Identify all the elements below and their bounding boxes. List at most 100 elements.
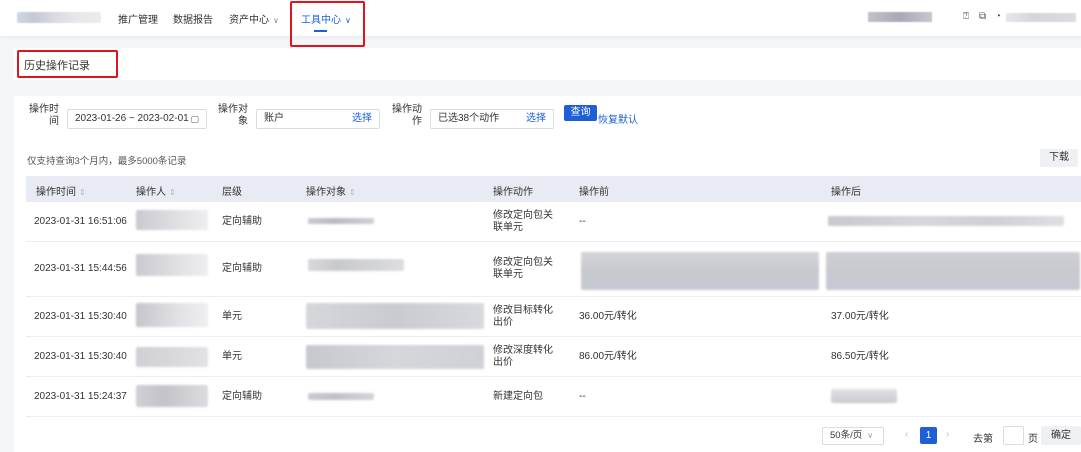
cell-operator-redacted <box>136 254 208 276</box>
sort-icon[interactable]: ⇕ <box>79 188 86 197</box>
sort-icon[interactable]: ⇕ <box>169 188 176 197</box>
cell-level: 单元 <box>222 311 242 322</box>
column-label: 操作动作 <box>493 187 533 198</box>
cell-after: 86.50元/转化 <box>831 351 889 362</box>
cell-level: 定向辅助 <box>222 391 262 402</box>
cell-operator-redacted <box>136 210 208 230</box>
download-button[interactable]: 下载 <box>1040 149 1078 167</box>
query-hint: 仅支持查询3个月内，最多5000条记录 <box>27 156 187 167</box>
top-nav: 推广管理 数据报告 资产中心 ∨ 工具中心 ∨ ⍰ ⧉ ◔ <box>0 0 1081 36</box>
cell-action: 修改定向包关联单元 <box>493 210 553 233</box>
cell-after-redacted <box>828 216 1064 226</box>
chevron-down-icon: ∨ <box>867 431 874 440</box>
query-button[interactable]: 查询 <box>564 105 597 121</box>
nav-item-promotion[interactable]: 推广管理 <box>118 11 158 26</box>
logo[interactable] <box>17 12 101 23</box>
goto-suffix: 页 <box>1028 434 1038 445</box>
date-range-picker[interactable]: 2023-01-26 ~ 2023-02-01 ▢ <box>67 109 207 129</box>
table-row[interactable]: 2023-01-31 15:24:37 定向辅助 新建定向包 -- <box>26 377 1081 417</box>
target-selector[interactable]: 账户 选择 <box>256 109 380 129</box>
cell-before-redacted <box>581 252 819 290</box>
cell-action: 新建定向包 <box>493 391 543 402</box>
cell-operator-redacted <box>136 347 208 367</box>
cell-before: -- <box>579 216 586 227</box>
column-action: 操作动作 <box>493 183 533 198</box>
target-select-link[interactable]: 选择 <box>352 113 372 124</box>
column-level: 层级 <box>222 183 242 198</box>
column-time[interactable]: 操作时间⇕ <box>36 183 86 198</box>
goto-page-input[interactable] <box>1003 426 1024 445</box>
user-name[interactable] <box>1006 13 1076 22</box>
nav-item-reports[interactable]: 数据报告 <box>173 11 213 26</box>
action-selector[interactable]: 已选38个动作 选择 <box>430 109 554 129</box>
cell-operator-redacted <box>136 385 208 407</box>
cell-operator-redacted <box>136 303 208 327</box>
cell-before: -- <box>579 391 586 402</box>
help-icon[interactable]: ⍰ <box>963 11 969 22</box>
account-name[interactable] <box>868 12 932 22</box>
nav-item-assets[interactable]: 资产中心 ∨ <box>229 11 279 26</box>
cell-time: 2023-01-31 15:30:40 <box>34 351 127 362</box>
nav-label: 数据报告 <box>173 15 213 26</box>
cell-action: 修改定向包关联单元 <box>493 257 553 280</box>
cell-after-redacted <box>826 252 1080 290</box>
filter-action-label: 操作动作 <box>392 104 422 127</box>
chevron-down-icon: ∨ <box>345 16 351 25</box>
prev-page-icon[interactable]: ‹ <box>905 429 909 440</box>
nav-label: 资产中心 <box>229 15 269 26</box>
column-label: 层级 <box>222 187 242 198</box>
chevron-down-icon: ∨ <box>273 16 279 25</box>
column-after: 操作后 <box>831 183 861 198</box>
sort-icon[interactable]: ⇕ <box>349 188 356 197</box>
table-row[interactable]: 2023-01-31 16:51:06 定向辅助 修改定向包关联单元 -- <box>26 202 1081 242</box>
title-card: 历史操作记录 <box>14 48 1081 80</box>
cell-time: 2023-01-31 15:30:40 <box>34 311 127 322</box>
cell-action: 修改深度转化出价 <box>493 345 553 368</box>
cell-target-redacted <box>306 303 484 329</box>
column-label: 操作时间 <box>36 187 76 198</box>
table-row[interactable]: 2023-01-31 15:30:40 单元 修改深度转化出价 86.00元/转… <box>26 337 1081 377</box>
page-1-button[interactable]: 1 <box>920 427 937 444</box>
column-label: 操作人 <box>136 187 166 198</box>
date-range-value: 2023-01-26 ~ 2023-02-01 <box>75 113 189 124</box>
nav-label: 推广管理 <box>118 15 158 26</box>
table-row[interactable]: 2023-01-31 15:44:56 定向辅助 修改定向包关联单元 <box>26 242 1081 297</box>
table-header: 操作时间⇕ 操作人⇕ 层级 操作对象⇕ 操作动作 操作前 操作后 <box>26 176 1081 202</box>
cell-time: 2023-01-31 15:44:56 <box>34 263 127 274</box>
column-before: 操作前 <box>579 183 609 198</box>
reset-default-link[interactable]: 恢复默认 <box>598 115 638 126</box>
cell-time: 2023-01-31 16:51:06 <box>34 216 127 227</box>
column-target[interactable]: 操作对象⇕ <box>306 183 356 198</box>
table-row[interactable]: 2023-01-31 15:30:40 单元 修改目标转化出价 36.00元/转… <box>26 297 1081 337</box>
action-select-link[interactable]: 选择 <box>526 113 546 124</box>
next-page-icon[interactable]: › <box>946 429 950 440</box>
target-value: 账户 <box>264 113 284 124</box>
nav-label: 工具中心 <box>301 15 341 26</box>
filter-time-label: 操作时间 <box>29 104 59 127</box>
calendar-icon: ▢ <box>190 114 199 124</box>
page-size-value: 50条/页 <box>830 430 863 441</box>
action-value: 已选38个动作 <box>438 113 500 124</box>
nav-item-tools[interactable]: 工具中心 ∨ <box>301 11 351 26</box>
cell-target-redacted <box>308 218 374 224</box>
filter-target-label: 操作对象 <box>218 104 248 127</box>
cell-action: 修改目标转化出价 <box>493 305 553 328</box>
page-title: 历史操作记录 <box>24 60 90 72</box>
page-size-select[interactable]: 50条/页 ∨ <box>822 427 884 445</box>
column-operator[interactable]: 操作人⇕ <box>136 183 176 198</box>
user-icon[interactable]: ◔ <box>995 11 1002 22</box>
cell-before: 86.00元/转化 <box>579 351 637 362</box>
goto-prefix: 去第 <box>973 434 993 445</box>
cell-after: 37.00元/转化 <box>831 311 889 322</box>
nav-active-indicator <box>314 30 327 32</box>
column-label: 操作后 <box>831 187 861 198</box>
cell-level: 定向辅助 <box>222 263 262 274</box>
column-label: 操作前 <box>579 187 609 198</box>
cell-time: 2023-01-31 15:24:37 <box>34 391 127 402</box>
copy-icon[interactable]: ⧉ <box>979 11 987 22</box>
cell-level: 单元 <box>222 351 242 362</box>
cell-level: 定向辅助 <box>222 216 262 227</box>
cell-after-redacted <box>831 389 897 403</box>
goto-confirm-button[interactable]: 确定 <box>1041 426 1081 445</box>
cell-target-redacted <box>308 393 374 400</box>
